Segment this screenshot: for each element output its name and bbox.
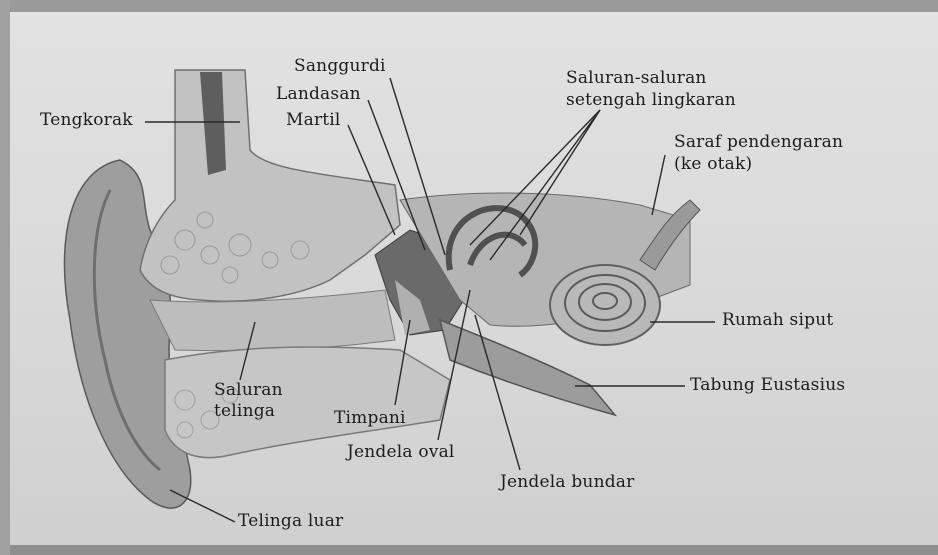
label-telinga-luar: Telinga luar	[238, 511, 343, 531]
label-saluran-setengah-line1: Saluran-saluran	[566, 68, 707, 88]
label-saluran-telinga-line2: telinga	[214, 401, 275, 421]
label-saluran-setengah-line2: setengah lingkaran	[566, 90, 736, 110]
label-tabung-eustasius: Tabung Eustasius	[690, 375, 845, 395]
label-rumah-siput: Rumah siput	[722, 310, 833, 330]
label-jendela-oval: Jendela oval	[347, 442, 455, 462]
label-jendela-bundar: Jendela bundar	[500, 472, 634, 492]
label-landasan: Landasan	[276, 84, 361, 104]
cochlea-shape	[550, 265, 660, 345]
label-tengkorak: Tengkorak	[40, 110, 133, 130]
label-saraf-line2: (ke otak)	[674, 154, 752, 174]
label-saluran-telinga-line1: Saluran	[214, 380, 283, 400]
label-timpani: Timpani	[334, 408, 406, 428]
label-saraf-line1: Saraf pendengaran	[674, 132, 843, 152]
leader-saraf	[652, 155, 665, 215]
label-sanggurdi: Sanggurdi	[294, 56, 386, 76]
leader-jendela-bundar	[475, 315, 520, 470]
label-martil: Martil	[286, 110, 341, 130]
